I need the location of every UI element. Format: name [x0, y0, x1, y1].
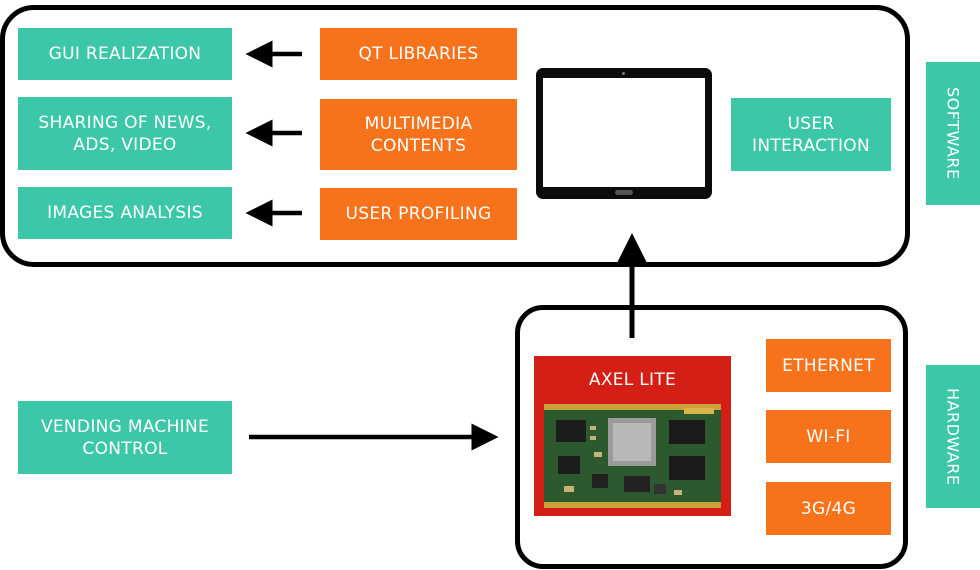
axel-lite-board-card: AXEL LITE [534, 356, 731, 516]
3g-4g-box: 3G/4G [766, 482, 891, 535]
component-user-profiling: USER PROFILING [320, 188, 517, 240]
component-qt-libraries: QT LIBRARIES [320, 28, 517, 80]
software-side-label-text: SOFTWARE [943, 87, 963, 180]
vending-machine-control-box: VENDING MACHINE CONTROL [18, 401, 232, 474]
hardware-side-label: HARDWARE [926, 365, 980, 508]
tablet-home-button [615, 190, 633, 195]
software-side-label: SOFTWARE [926, 62, 980, 205]
tablet-screen [543, 78, 705, 187]
hardware-side-label-text: HARDWARE [943, 387, 963, 486]
tablet-icon [536, 68, 712, 199]
feature-gui-realization: GUI REALIZATION [18, 28, 232, 80]
tablet-camera [622, 72, 625, 75]
user-interaction-box: USER INTERACTION [731, 98, 891, 171]
component-multimedia-contents: MULTIMEDIA CONTENTS [320, 99, 517, 170]
circuit-board-image [544, 404, 721, 508]
feature-sharing-news-ads-video: SHARING OF NEWS, ADS, VIDEO [18, 97, 232, 170]
ethernet-box: ETHERNET [766, 339, 891, 392]
axel-lite-title: AXEL LITE [588, 370, 677, 390]
feature-images-analysis: IMAGES ANALYSIS [18, 187, 232, 239]
wifi-box: WI-FI [766, 410, 891, 463]
